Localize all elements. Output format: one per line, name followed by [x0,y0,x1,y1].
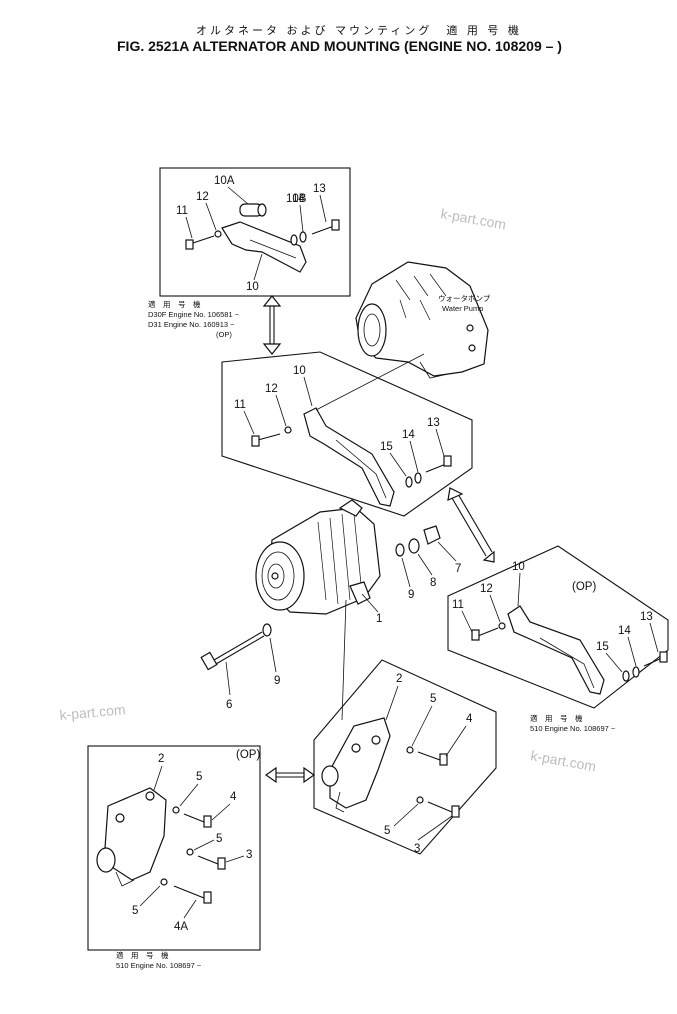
figure-title: FIG. 2521A ALTERNATOR AND MOUNTING (ENGI… [117,38,562,54]
callout-5-lower: 5 [384,825,390,837]
note-right-jp: 適 用 号 機 [530,713,583,723]
callout-13: 13 [313,183,326,195]
note-right: 適 用 号 機 510 Engine No. 108697 ~ [530,713,616,733]
callout-10a: 10A [214,175,235,187]
inset-left-frame [87,745,261,951]
callout-14: 14 [292,193,305,205]
callout-9-lower: 9 [274,675,280,687]
callout-8: 8 [430,577,436,589]
callout-13: 13 [427,417,440,429]
callout-5-middle: 5 [216,833,222,845]
callout-3: 3 [414,843,420,855]
callout-11: 11 [234,399,246,411]
note-bottom-left: 適 用 号 機 510 Engine No. 108697 ~ [116,950,202,970]
callout-4a: 4A [174,921,188,933]
inset-top-bracket-variant: 10A 12 11 10B 14 13 10 [159,167,351,297]
callout-10: 10 [293,365,306,377]
callout-5-upper: 5 [430,693,436,705]
callout-11: 11 [452,599,464,611]
bolt-icon [251,435,260,447]
double-arrow-vertical-icon [262,295,282,355]
callout-3: 3 [246,849,252,861]
callout-4: 4 [230,791,237,803]
pulley-icon [255,541,305,611]
water-pump-label-en: Water Pump [442,304,483,313]
callout-6: 6 [226,699,232,711]
callout-9-upper: 9 [408,589,414,601]
adjust-bracket-icon [303,407,395,507]
long-bolt-icon [200,651,218,671]
water-pump-label-jp: ウォータポンプ [438,294,491,303]
note-top-left-line3: (OP) [216,330,232,339]
bolt-icon [471,629,480,641]
callout-10b: 10B [286,193,307,205]
bolt-icon [451,805,460,818]
op-label: (OP) [236,749,260,761]
note-bottom-left-line1: 510 Engine No. 108697 ~ [116,961,202,970]
callout-1: 1 [376,613,382,625]
callout-2: 2 [158,753,164,765]
main-bracket-panel: 10 12 11 14 13 15 [221,351,473,517]
callout-12: 12 [265,383,278,395]
callout-10: 10 [512,561,525,573]
main-bracket-frame [221,351,473,517]
adjust-bracket-icon [507,605,605,695]
note-bottom-left-jp: 適 用 号 機 [116,950,169,960]
watermark-left: k-part.com [59,701,126,723]
note-top-left-jp: 適 用 号 機 [148,299,201,309]
lower-mount-frame [313,659,497,855]
note-right-line1: 510 Engine No. 108697 ~ [530,724,616,733]
watermark-right: k-part.com [529,747,597,774]
callout-5-bottom: 5 [132,905,138,917]
callout-4: 4 [466,713,473,725]
alternator-assembly: 1 9 8 7 6 9 [200,499,461,721]
note-top-left-line1: D30F Engine No. 106581 ~ [148,310,240,319]
washer-icon [395,543,405,557]
callout-13: 13 [640,611,653,623]
note-top-left: 適 用 号 機 D30F Engine No. 106581 ~ D31 Eng… [148,299,240,339]
bolt-icon [185,239,194,250]
lower-mount-panel: 2 5 4 5 3 [313,659,497,855]
callout-12: 12 [196,191,209,203]
callout-7: 7 [455,563,461,575]
inset-right-bracket-variant: 10 (OP) 12 11 13 14 15 [447,545,669,709]
double-arrow-horizontal-icon [264,766,316,784]
bolt-icon [217,857,226,870]
callout-11: 11 [176,205,188,217]
callout-12: 12 [480,583,493,595]
adjust-bracket-icon [221,221,307,273]
callout-15: 15 [380,441,393,453]
inset-top-frame [159,167,351,297]
nut-icon [423,525,441,545]
callout-15: 15 [596,641,609,653]
washer-icon [284,426,292,434]
op-label: (OP) [572,581,596,593]
note-top-left-line2: D31 Engine No. 160913 ~ [148,320,235,329]
callout-5-top: 5 [196,771,202,783]
callout-2: 2 [396,673,402,685]
callout-14: 14 [618,625,631,637]
washer-icon [214,230,222,238]
callout-14: 14 [402,429,415,441]
inset-right-frame [447,545,669,709]
water-pump-drawing: ウォータポンプ Water Pump [355,261,491,379]
watermark-top: k-part.com [439,205,507,232]
inset-left-mount-variant: (OP) 2 5 4 5 3 5 4A [87,745,261,951]
callout-10: 10 [246,281,259,293]
double-arrow-diagonal-icon [447,487,495,563]
japanese-title: オルタネータ および マウンティング 適 用 号 機 [196,23,522,37]
